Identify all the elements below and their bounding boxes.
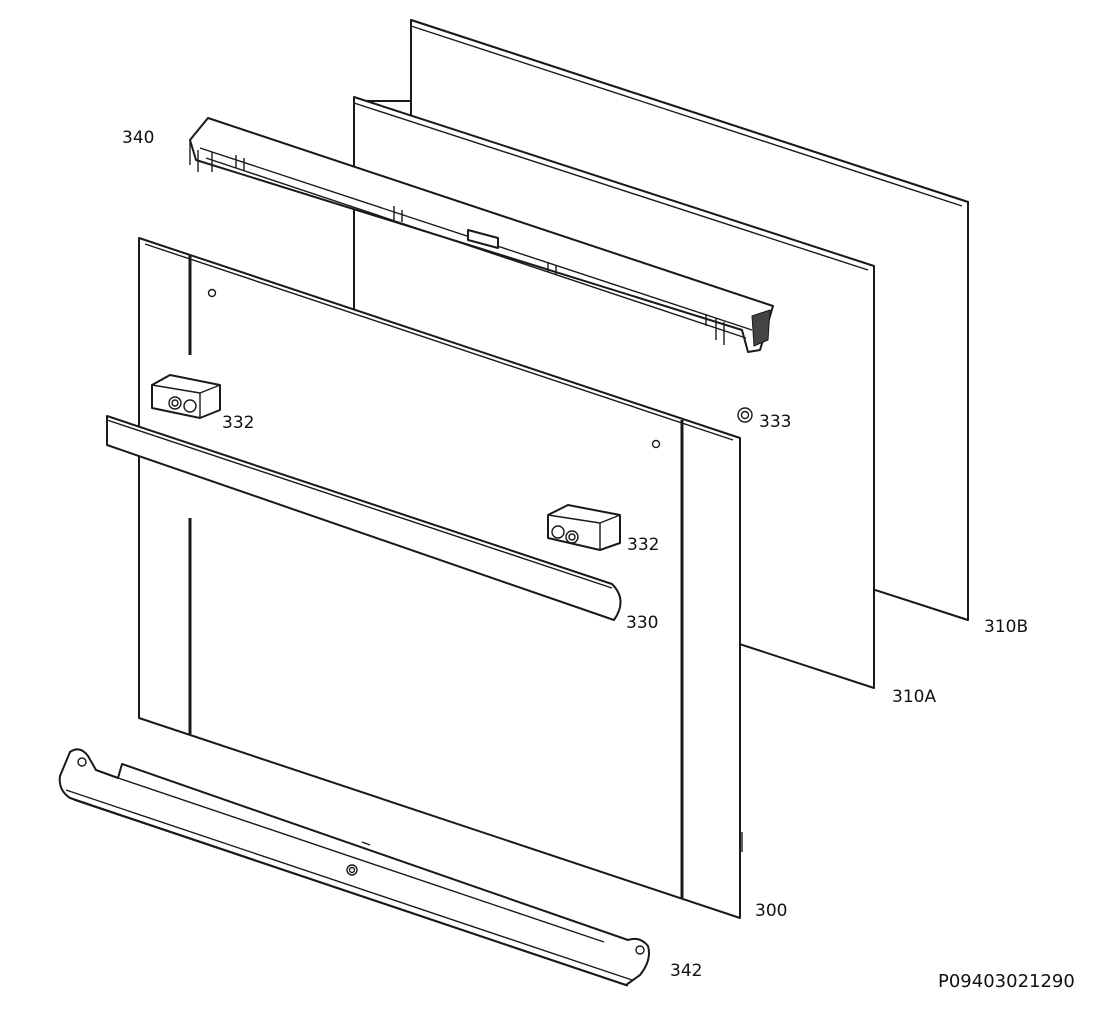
label-310b: 310B — [984, 617, 1028, 637]
label-342: 342 — [670, 961, 702, 981]
label-333: 333 — [759, 412, 791, 432]
drawing-code: P09403021290 — [938, 971, 1075, 992]
label-300: 300 — [755, 901, 787, 921]
label-332-right: 332 — [627, 535, 659, 555]
top-profile-340 — [189, 117, 774, 353]
clip-332-right — [547, 504, 621, 551]
label-330: 330 — [626, 613, 658, 633]
label-332-left: 332 — [222, 413, 254, 433]
clip-332-left — [151, 374, 221, 419]
bottom-profile-342 — [58, 748, 650, 987]
label-310a: 310A — [892, 687, 936, 707]
label-340: 340 — [122, 128, 154, 148]
screw-333 — [737, 407, 753, 423]
handle-330 — [106, 415, 622, 621]
door-panel-300 — [138, 237, 743, 919]
